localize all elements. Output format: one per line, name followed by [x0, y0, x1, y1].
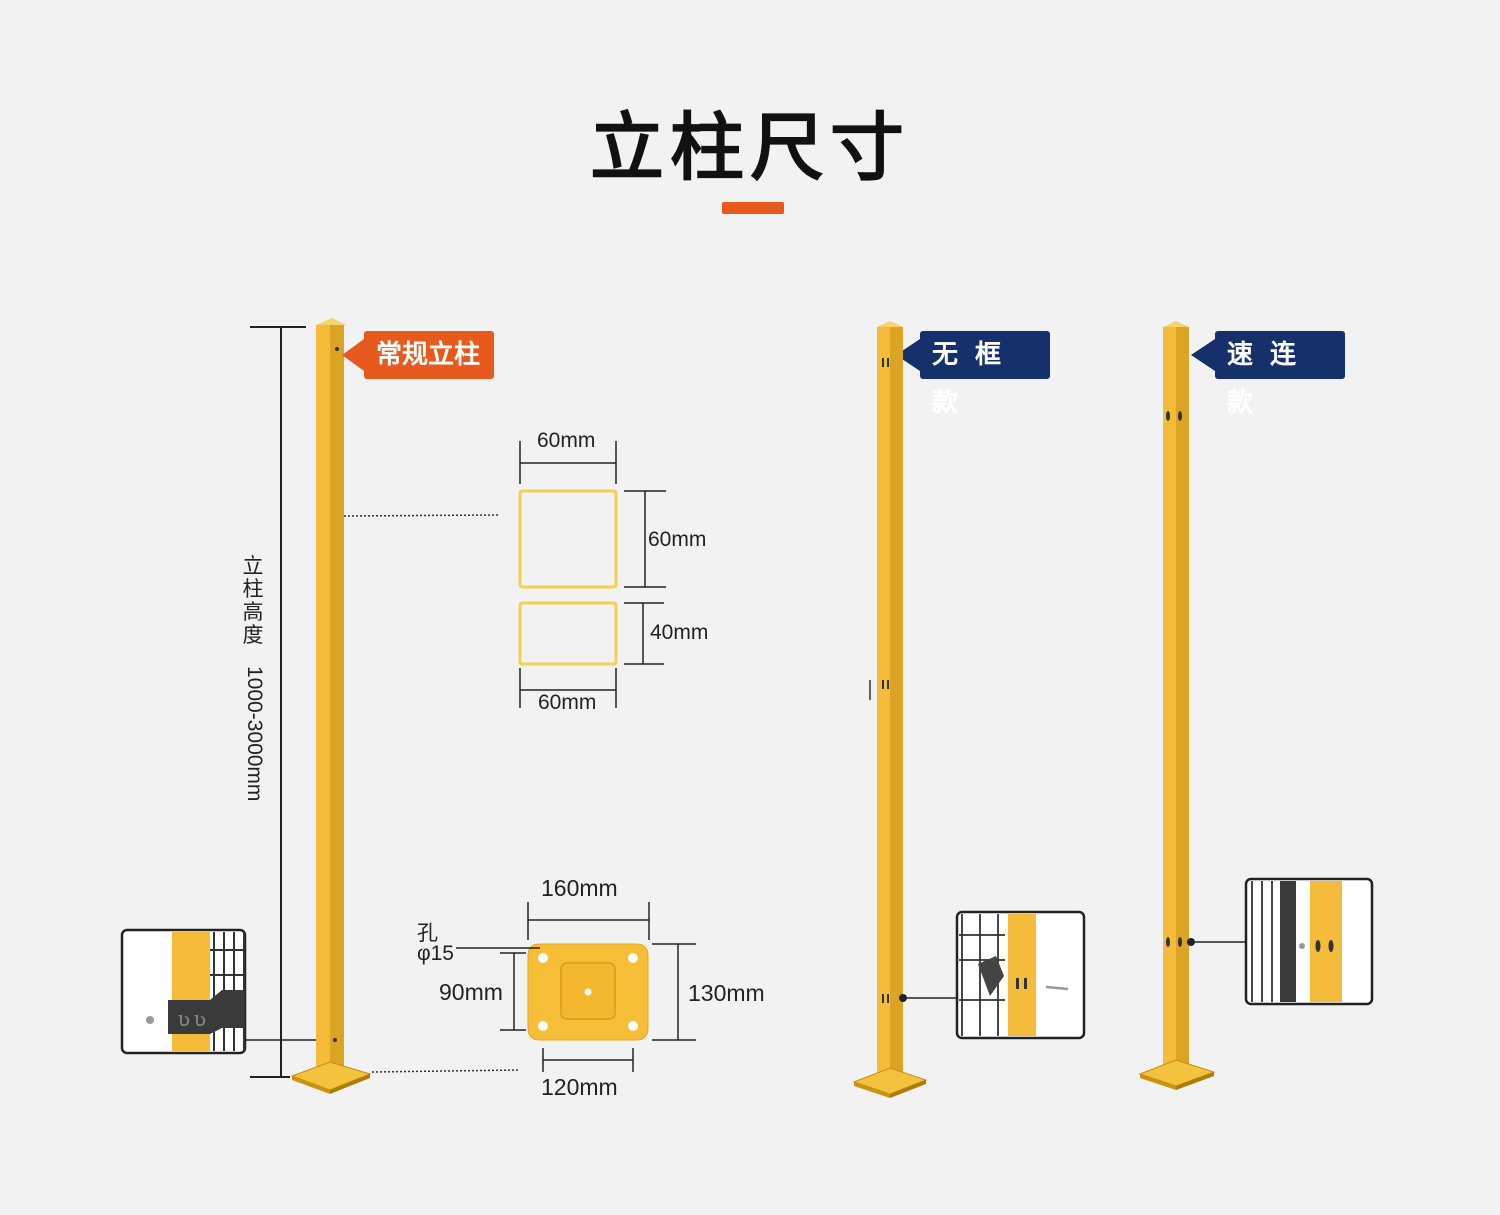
height-range: 1000-3000mm	[243, 666, 266, 802]
regular-post	[290, 318, 372, 1094]
height-label: 立柱高度	[242, 555, 264, 647]
hole-size: φ15	[417, 942, 454, 965]
height-dimension	[250, 326, 306, 1078]
section-rect-height: 40mm	[650, 621, 709, 644]
base-leader	[371, 1069, 521, 1073]
tag-quick-connect: 速 连 款	[1215, 331, 1345, 418]
tag-frameless: 无 框 款	[920, 331, 1050, 418]
hole-label: 孔	[417, 922, 438, 945]
tag-arrow-quick	[1191, 339, 1215, 371]
quick-inset	[1187, 877, 1374, 1006]
section-leader	[343, 514, 501, 517]
tag-arrow-regular	[342, 339, 364, 371]
frameless-inset	[899, 910, 1086, 1040]
tag-regular-post: 常规立柱	[364, 331, 494, 379]
base-inner-height: 90mm	[439, 979, 503, 1005]
base-outer-height: 130mm	[688, 980, 765, 1006]
cross-sections	[518, 441, 666, 708]
page-title: 立柱尺寸	[590, 105, 910, 191]
svg-text:ʋ: ʋ	[178, 1007, 190, 1031]
tag-arrow-frameless	[896, 339, 920, 371]
quick-post	[1138, 321, 1216, 1090]
base-inner-width: 120mm	[541, 1074, 618, 1100]
title-underline	[722, 202, 784, 214]
base-plate-diagram	[456, 902, 696, 1072]
regular-inset: ʋ ʋ	[120, 928, 316, 1055]
section-bottom-width: 60mm	[538, 691, 597, 714]
section-square-height: 60mm	[648, 528, 707, 551]
base-width: 160mm	[541, 875, 618, 901]
section-top-width: 60mm	[537, 429, 596, 452]
svg-text:ʋ: ʋ	[194, 1007, 206, 1031]
frameless-post	[852, 321, 928, 1098]
